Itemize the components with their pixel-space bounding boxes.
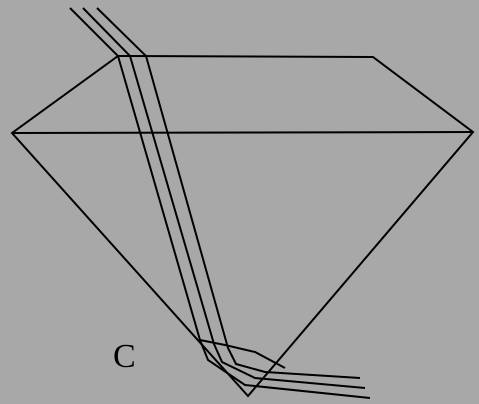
panel-label: C xyxy=(113,340,136,374)
diamond-girdle xyxy=(12,132,473,133)
diamond-outline xyxy=(12,56,473,396)
light-ray-3 xyxy=(97,8,360,378)
